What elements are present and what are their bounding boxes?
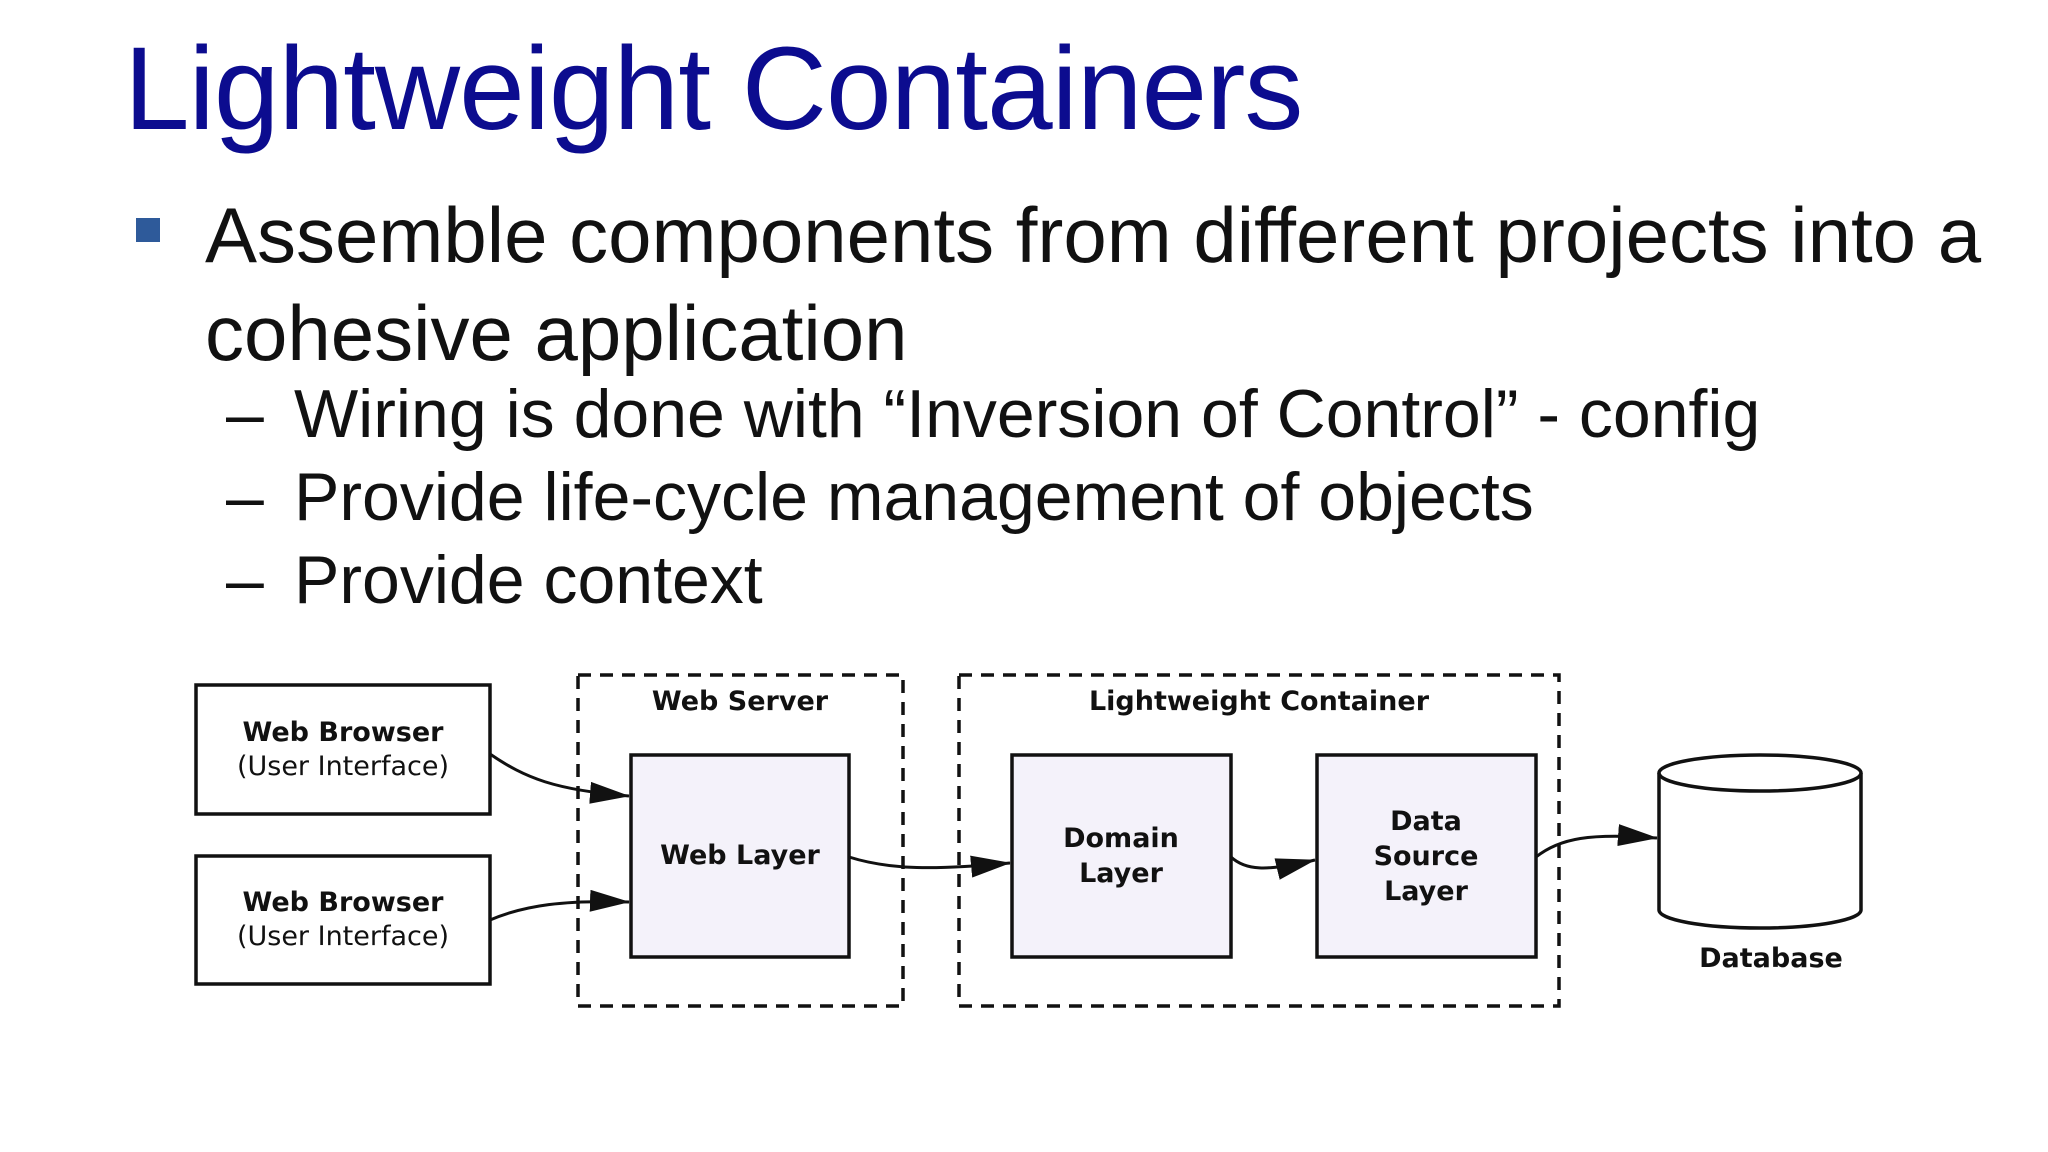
web-server-label: Web Server xyxy=(652,686,829,717)
dash-marker: – xyxy=(226,542,264,618)
sub-bullet-2: –Provide life-cycle management of object… xyxy=(226,457,1534,537)
arrow-browser1-to-weblayer xyxy=(489,752,630,804)
web-browser-2-subtitle: (User Interface) xyxy=(237,921,449,952)
domain-layer-line2: Layer xyxy=(1079,858,1164,889)
web-browser-2-title: Web Browser xyxy=(243,887,445,918)
slide-title: Lightweight Containers xyxy=(124,23,1303,155)
web-server-boundary: Web Server xyxy=(576,673,905,1008)
lightweight-container-label: Lightweight Container xyxy=(1089,686,1430,717)
bullet-square-icon xyxy=(136,218,160,242)
dash-marker: – xyxy=(226,459,264,535)
data-source-layer-line2: Source xyxy=(1374,841,1479,872)
arrow-browser2-to-weblayer xyxy=(489,889,630,922)
database-label: Database xyxy=(1699,943,1843,974)
data-source-layer-box: Data Source Layer xyxy=(1315,753,1538,959)
sub-bullet-3-text: Provide context xyxy=(294,542,763,618)
sub-bullet-1: –Wiring is done with “Inversion of Contr… xyxy=(226,374,1760,454)
data-source-layer-line3: Layer xyxy=(1384,876,1469,907)
sub-bullet-2-text: Provide life-cycle management of objects xyxy=(294,459,1534,535)
dash-marker: – xyxy=(226,376,264,452)
database-cylinder-icon xyxy=(1657,753,1863,930)
sub-bullet-1-text: Wiring is done with “Inversion of Contro… xyxy=(294,376,1761,452)
sub-bullet-3: –Provide context xyxy=(226,540,763,620)
data-source-layer-line1: Data xyxy=(1390,806,1462,837)
web-browser-box-2: Web Browser (User Interface) xyxy=(194,854,492,986)
web-layer-label: Web Layer xyxy=(660,840,820,871)
arrow-datasource-to-database xyxy=(1535,824,1658,859)
domain-layer-line1: Domain xyxy=(1063,823,1179,854)
arrow-weblayer-to-domain xyxy=(848,855,1011,878)
arrow-domain-to-datasource xyxy=(1229,855,1316,880)
web-layer-box: Web Layer xyxy=(629,753,851,959)
web-browser-1-subtitle: (User Interface) xyxy=(237,751,449,782)
lightweight-container-boundary: Lightweight Container xyxy=(957,673,1561,1008)
web-browser-box-1: Web Browser (User Interface) xyxy=(194,683,492,816)
main-bullet-text: Assemble components from different proje… xyxy=(205,191,1982,377)
web-browser-1-title: Web Browser xyxy=(243,717,445,748)
domain-layer-box: Domain Layer xyxy=(1010,753,1233,959)
